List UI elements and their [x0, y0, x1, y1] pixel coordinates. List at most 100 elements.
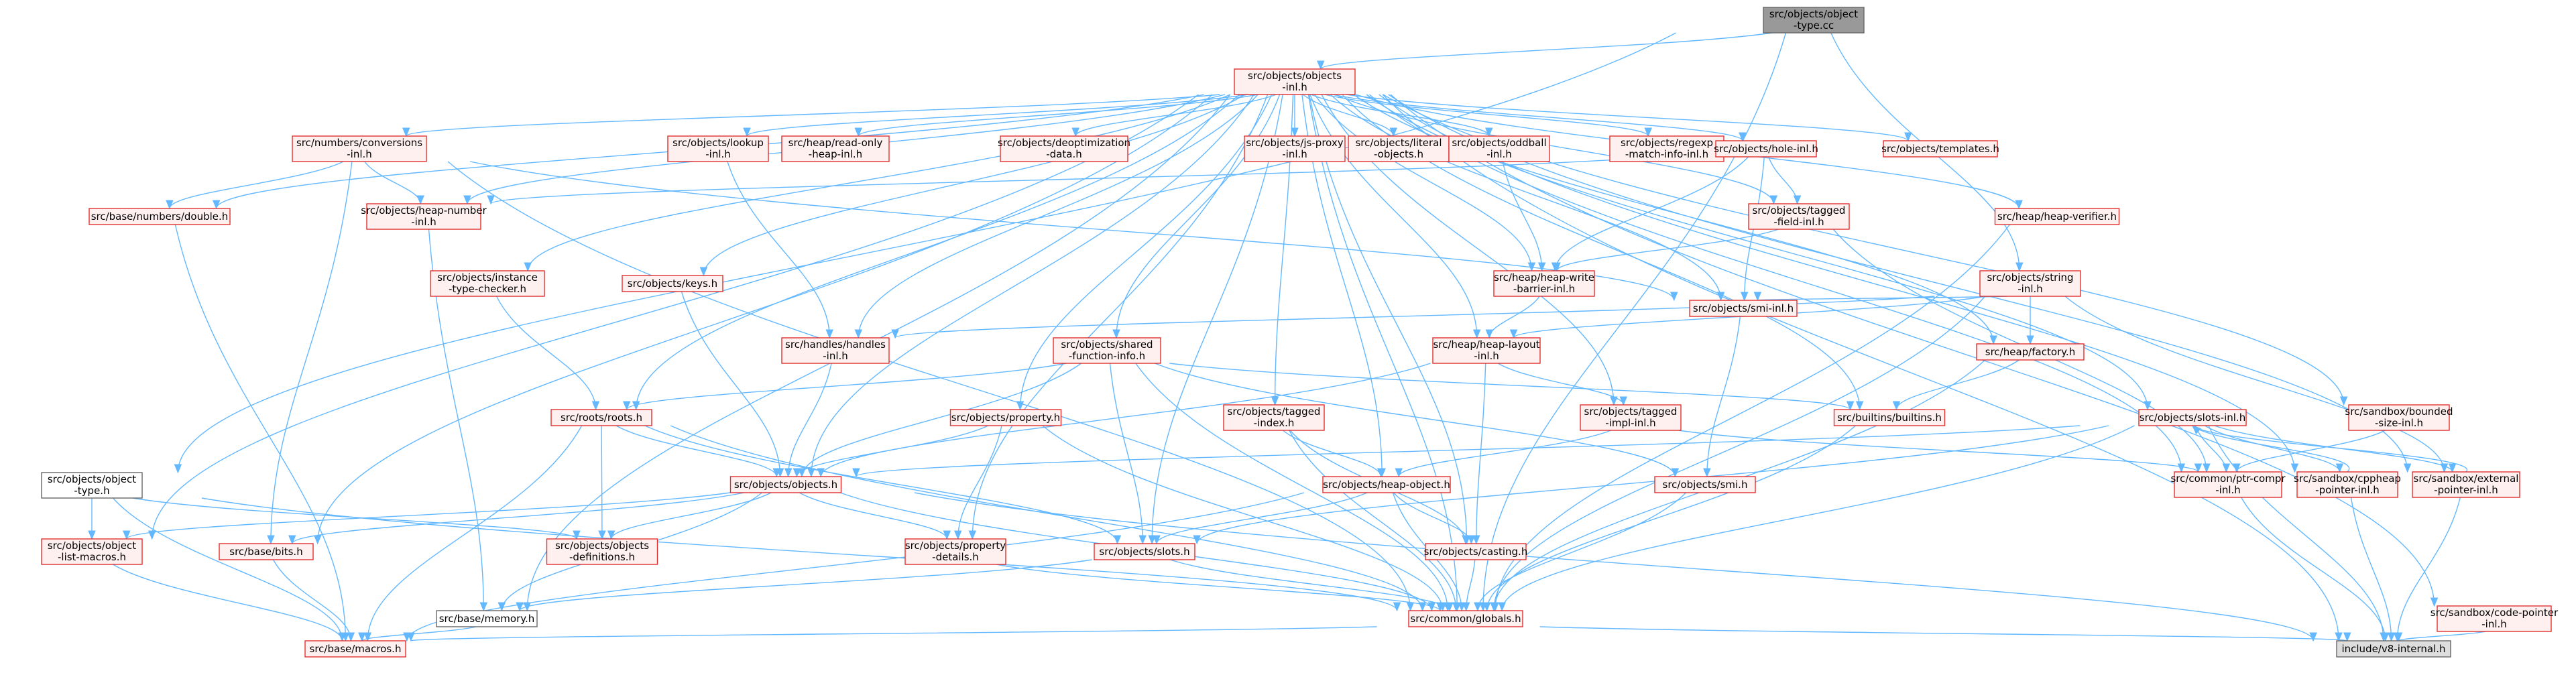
edge-string-inl-to-heap-layout-inl — [1509, 296, 1987, 339]
node-string-inl[interactable]: src/objects/string-inl.h — [1979, 270, 2081, 297]
node-macros-h[interactable]: src/base/macros.h — [304, 640, 406, 658]
edge-objects-inl-to-instance-type-checker — [524, 94, 1230, 272]
edge-slots-inl-to-external-pointer — [2214, 425, 2457, 473]
edge-line — [1155, 363, 1676, 477]
node-label: src/handles/handles — [785, 339, 886, 351]
edge-line — [201, 497, 1398, 611]
edge-line — [273, 559, 352, 641]
edge-line — [1502, 161, 1543, 271]
edge-line — [495, 296, 597, 410]
edge-line — [169, 161, 344, 209]
edge-objects-inl-to-oddball-inl — [1311, 94, 1493, 137]
node-label: -inl.h — [2481, 618, 2507, 630]
node-keys-h[interactable]: src/objects/keys.h — [622, 275, 723, 292]
node-deopt-data[interactable]: src/objects/deoptimization-data.h — [998, 135, 1130, 162]
edge-arrowhead — [88, 530, 96, 540]
node-lookup-inl[interactable]: src/objects/lookup-inl.h — [667, 135, 769, 162]
node-globals-h[interactable]: src/common/globals.h — [1408, 610, 1523, 627]
node-box — [89, 208, 231, 225]
node-tagged-field-inl[interactable]: src/objects/tagged-field-inl.h — [1748, 203, 1850, 230]
edge-arrowhead — [2177, 463, 2186, 473]
edge-arrowhead — [1474, 602, 1482, 612]
node-object-type-h[interactable]: src/objects/object-type.h — [41, 472, 143, 499]
node-object-list-macros[interactable]: src/objects/object-list-macros.h — [41, 538, 143, 565]
edge-objects-inl-to-slots-h — [1148, 94, 1283, 545]
edge-objects-inl-to-handles-inl — [854, 94, 1258, 339]
node-slots-h[interactable]: src/objects/slots.h — [1094, 543, 1195, 560]
node-heap-layout-inl[interactable]: src/heap/heap-layout-inl.h — [1432, 337, 1541, 364]
node-js-proxy-inl[interactable]: src/objects/js-proxy-inl.h — [1244, 135, 1346, 162]
node-smi-h[interactable]: src/objects/smi.h — [1654, 476, 1756, 493]
node-objects-h[interactable]: src/objects/objects.h — [729, 476, 842, 493]
node-instance-type-checker[interactable]: src/objects/instance-type-checker.h — [430, 270, 545, 297]
node-sandbox-bounded[interactable]: src/sandbox/bounded-size-inl.h — [2345, 404, 2453, 431]
node-heap-factory[interactable]: src/heap/factory.h — [1976, 343, 2085, 361]
node-label: src/objects/slots-inl.h — [2140, 412, 2245, 424]
node-hole-inl[interactable]: src/objects/hole-inl.h — [1714, 140, 1818, 158]
edge-line — [177, 32, 1676, 473]
node-heap-number-inl[interactable]: src/objects/heap-number-inl.h — [361, 203, 487, 230]
node-numbers-conv[interactable]: src/numbers/conversions-inl.h — [292, 135, 427, 162]
edge-hole-inl-to-tagged-field-inl — [1768, 156, 1802, 205]
edge-arrowhead — [288, 535, 296, 545]
node-heap-verifier[interactable]: src/heap/heap-verifier.h — [1994, 208, 2120, 225]
edge-arrowhead — [1485, 127, 1493, 137]
node-heap-object-h[interactable]: src/objects/heap-object.h — [1322, 476, 1451, 493]
node-label: src/roots/roots.h — [561, 412, 642, 424]
edge-arrowhead — [2335, 463, 2344, 473]
node-bits-h[interactable]: src/base/bits.h — [219, 543, 314, 560]
node-label: -inl.h — [823, 350, 848, 362]
node-objects-inl[interactable]: src/objects/objects-inl.h — [1234, 68, 1356, 95]
edge-code-pointer-inl-to-v8-internal — [2394, 631, 2487, 642]
node-memory-h[interactable]: src/base/memory.h — [436, 610, 538, 627]
node-tagged-impl-inl[interactable]: src/objects/tagged-impl-inl.h — [1580, 404, 1682, 431]
edge-arrowhead — [1740, 292, 1749, 302]
edge-arrowhead — [1316, 60, 1325, 70]
edge-object-type-cc-to-object-type-h — [174, 32, 1676, 474]
node-v8-internal[interactable]: include/v8-internal.h — [2336, 640, 2451, 658]
node-label: -list-macros.h — [58, 551, 126, 563]
node-property-h[interactable]: src/objects/property.h — [949, 409, 1062, 426]
node-box — [2412, 471, 2520, 498]
node-smi-inl[interactable]: src/objects/smi-inl.h — [1689, 300, 1798, 317]
node-regexp-match[interactable]: src/objects/regexp-match-info-inl.h — [1609, 135, 1724, 162]
node-templates-h[interactable]: src/objects/templates.h — [1881, 140, 1999, 158]
node-handles-inl[interactable]: src/handles/handles-inl.h — [781, 337, 890, 364]
edge-line — [914, 492, 2314, 641]
node-heap-write-barrier[interactable]: src/heap/heap-write-barrier-inl.h — [1493, 270, 1595, 297]
node-literal-objects[interactable]: src/objects/literal-objects.h — [1348, 135, 1450, 162]
node-code-pointer-inl[interactable]: src/sandbox/code-pointer-inl.h — [2431, 605, 2559, 632]
node-object-type-cc[interactable]: src/objects/object-type.cc — [1763, 7, 1865, 34]
node-label: -inl.h — [347, 148, 372, 160]
edge-objects-inl-to-heap-factory — [1353, 94, 1997, 345]
node-objects-definitions[interactable]: src/objects/objects-definitions.h — [546, 538, 658, 565]
node-casting-h[interactable]: src/objects/casting.h — [1424, 543, 1528, 560]
node-roots-h[interactable]: src/roots/roots.h — [550, 409, 652, 426]
edge-line — [1398, 430, 1612, 477]
node-label: -data.h — [1046, 148, 1081, 160]
node-label: src/base/macros.h — [310, 643, 402, 655]
node-external-pointer[interactable]: src/sandbox/external-pointer-inl.h — [2412, 471, 2520, 498]
edge-roots-h-to-globals-h — [670, 425, 1427, 612]
node-box — [1432, 337, 1541, 364]
node-label: src/objects/smi-inl.h — [1693, 302, 1794, 314]
edge-arrowhead — [854, 329, 862, 339]
edge-line — [406, 94, 1220, 137]
node-cppheap-pointer[interactable]: src/sandbox/cppheap-pointer-inl.h — [2294, 471, 2401, 498]
node-builtins-h[interactable]: src/builtins/builtins.h — [1833, 409, 1946, 426]
edge-numbers-conv-to-smi-inl — [469, 161, 1678, 302]
node-shared-function-info[interactable]: src/objects/shared-function-info.h — [1053, 337, 1161, 364]
node-slots-inl[interactable]: src/objects/slots-inl.h — [2138, 409, 2247, 426]
edge-line — [527, 94, 1230, 271]
node-property-details[interactable]: src/objects/property-details.h — [904, 538, 1006, 565]
node-double-h[interactable]: src/base/numbers/double.h — [89, 208, 231, 225]
edge-line — [126, 492, 731, 540]
edges-layer — [88, 32, 2487, 642]
edge-line — [796, 425, 989, 477]
node-ptr-compr-inl[interactable]: src/common/ptr-compr-inl.h — [2170, 471, 2286, 498]
edge-line — [1382, 94, 2339, 641]
node-read-only-heap[interactable]: src/heap/read-only-heap-inl.h — [781, 135, 890, 162]
node-tagged-index[interactable]: src/objects/tagged-index.h — [1223, 404, 1325, 431]
node-oddball-inl[interactable]: src/objects/oddball-inl.h — [1448, 135, 1550, 162]
edge-heap-object-h-to-casting-h — [1393, 492, 1476, 545]
